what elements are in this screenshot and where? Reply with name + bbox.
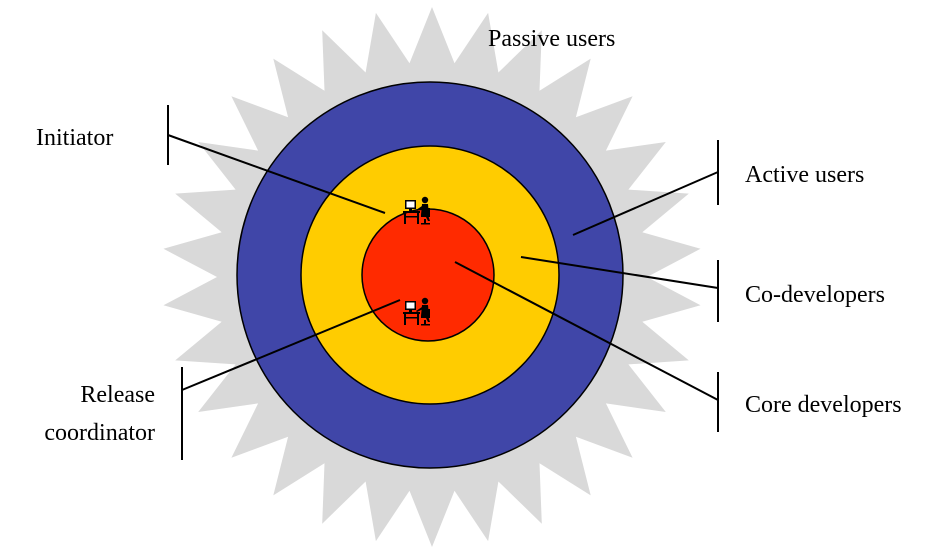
core-developers-label: Core developers — [745, 392, 902, 418]
release-coordinator-label-line1: Release — [80, 382, 155, 408]
co-developers-label: Co-developers — [745, 282, 885, 308]
co-developers-leader-line — [520, 256, 719, 289]
release-coordinator-leader-line — [181, 299, 401, 391]
initiator-leader-line — [167, 134, 386, 214]
active-users-label: Active users — [745, 162, 864, 188]
passive-users-label: Passive users — [488, 26, 615, 52]
release-coordinator-label-line2: coordinator — [44, 420, 155, 446]
initiator-label: Initiator — [36, 125, 113, 151]
core-developers-leader-line — [454, 261, 719, 401]
active-users-leader-line — [572, 171, 719, 236]
